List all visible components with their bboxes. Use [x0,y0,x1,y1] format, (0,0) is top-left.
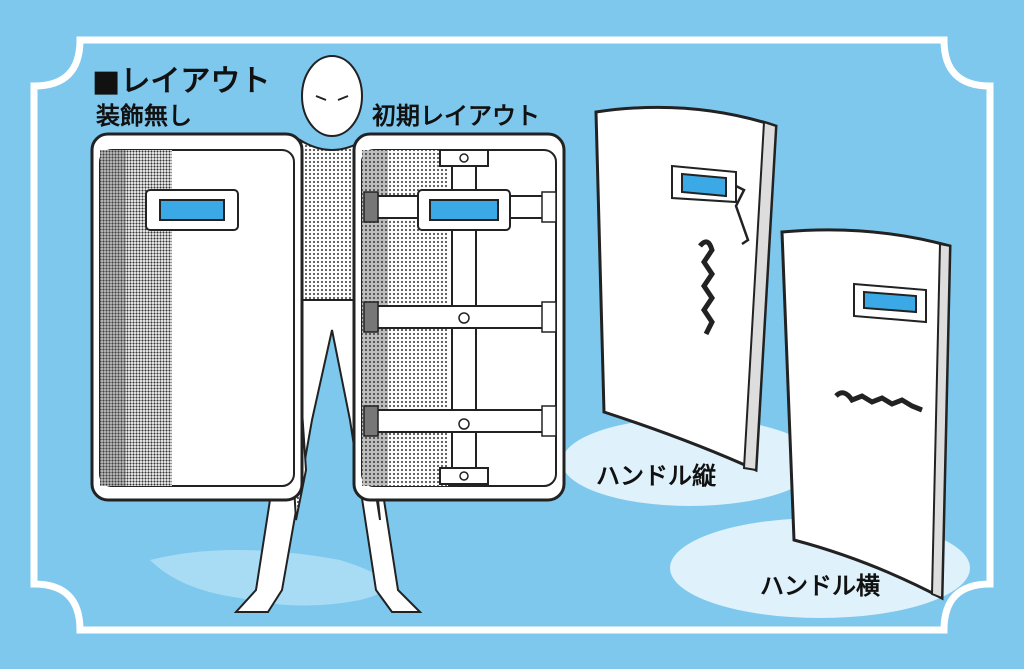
shield-plain [90,132,304,502]
vertical-handle [698,239,716,336]
mannequin-head [301,55,363,137]
shield-window [863,290,917,314]
decorative-frame [30,36,994,634]
label-handle-horizontal: ハンドル横 [760,572,880,600]
label-initial-layout: 初期レイアウト [372,102,540,130]
shield-initial-layout [352,132,566,502]
label-plain-shield: 装飾無し [96,102,192,130]
shield-window [429,199,499,221]
shield-handle-horizontal [780,228,952,601]
shield-handle-vertical [594,105,778,473]
page-title: ■レイアウト [92,64,271,99]
shield-window [159,199,225,221]
label-handle-vertical: ハンドル縦 [596,462,716,490]
shield-window [681,172,727,198]
horizontal-handle [834,390,923,413]
